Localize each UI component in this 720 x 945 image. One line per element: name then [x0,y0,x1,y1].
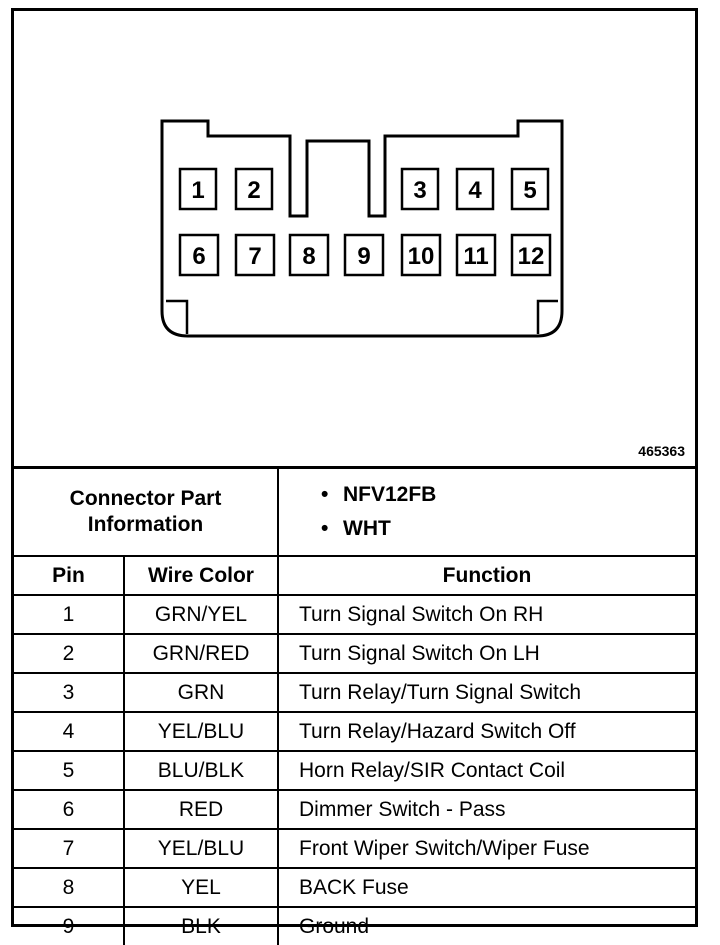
pin-cell: 2 [14,633,125,674]
pin-number-label: 3 [413,177,426,204]
wire-color-cell: GRN/YEL [123,595,279,635]
pin-cell: 7 [14,828,125,869]
function-cell: Turn Signal Switch On RH [277,595,695,635]
pin-number-label: 10 [408,243,435,270]
function-cell: Turn Signal Switch On LH [277,633,695,674]
pin-cavity [343,233,385,277]
pin-cell: 3 [14,672,125,713]
pin-cell: 8 [14,867,125,908]
pin-cell: 1 [14,595,125,635]
section-divider [14,466,695,469]
wire-color-cell: YEL/BLU [123,711,279,752]
figure-id: 465363 [638,443,685,459]
connector-info-item: • WHT [321,512,695,546]
right-latch [536,299,558,334]
function-cell: Dimmer Switch - Pass [277,789,695,830]
pin-cavity [400,167,440,211]
header-pin: Pin [14,555,125,596]
connector-info-values: • NFV12FB • WHT [277,469,695,557]
pin-number-label: 9 [357,243,370,270]
pin-number-label: 1 [191,177,204,204]
function-cell: Horn Relay/SIR Contact Coil [277,750,695,791]
header-function: Function [277,555,695,596]
pin-cavity [455,167,495,211]
pin-cavity [455,233,497,277]
pin-number-label: 12 [518,243,545,270]
function-cell: Ground [277,906,695,945]
pin-cavity [288,233,330,277]
pin-cavity [234,167,274,211]
connector-info-item: • NFV12FB [321,478,695,512]
connector-housing [160,119,564,338]
function-cell: Turn Relay/Hazard Switch Off [277,711,695,752]
function-cell: Turn Relay/Turn Signal Switch [277,672,695,713]
function-cell: BACK Fuse [277,867,695,908]
header-wire-color: Wire Color [123,555,279,596]
pin-cavity [400,233,442,277]
pin-cavity [178,167,218,211]
connector-info-label: Connector Part Information [14,469,279,557]
connector-info-label-text: Connector Part Information [69,487,222,536]
pin-cavity [178,233,220,277]
pin-cell: 4 [14,711,125,752]
pin-number-label: 7 [248,243,261,270]
pin-number-label: 6 [192,243,205,270]
pin-cavity [510,233,552,277]
table-header-row: Pin Wire Color Function [14,555,695,596]
wire-color-cell: BLK [123,906,279,945]
bullet-icon: • [321,517,329,540]
wire-color-cell: YEL [123,867,279,908]
pin-number-label: 8 [302,243,315,270]
pin-cell: 6 [14,789,125,830]
pin-cavity [234,233,276,277]
connector-color: WHT [343,517,391,540]
pinout-table: Connector Part Information • NFV12FB • WHT… [14,469,695,945]
pin-number-label: 5 [523,177,536,204]
pin-cell: 9 [14,906,125,945]
wire-color-cell: BLU/BLK [123,750,279,791]
pin-number-label: 2 [247,177,260,204]
wire-color-cell: GRN/RED [123,633,279,674]
pin-cell: 5 [14,750,125,791]
function-cell: Front Wiper Switch/Wiper Fuse [277,828,695,869]
left-latch [166,299,189,334]
pin-cavity [510,167,550,211]
part-number: NFV12FB [343,483,437,506]
pin-number-label: 11 [463,243,488,270]
bullet-icon: • [321,483,329,506]
wire-color-cell: GRN [123,672,279,713]
pin-number-label: 4 [468,177,482,204]
wire-color-cell: YEL/BLU [123,828,279,869]
connector-info-row: Connector Part Information • NFV12FB • WHT [14,469,695,557]
wire-color-cell: RED [123,789,279,830]
